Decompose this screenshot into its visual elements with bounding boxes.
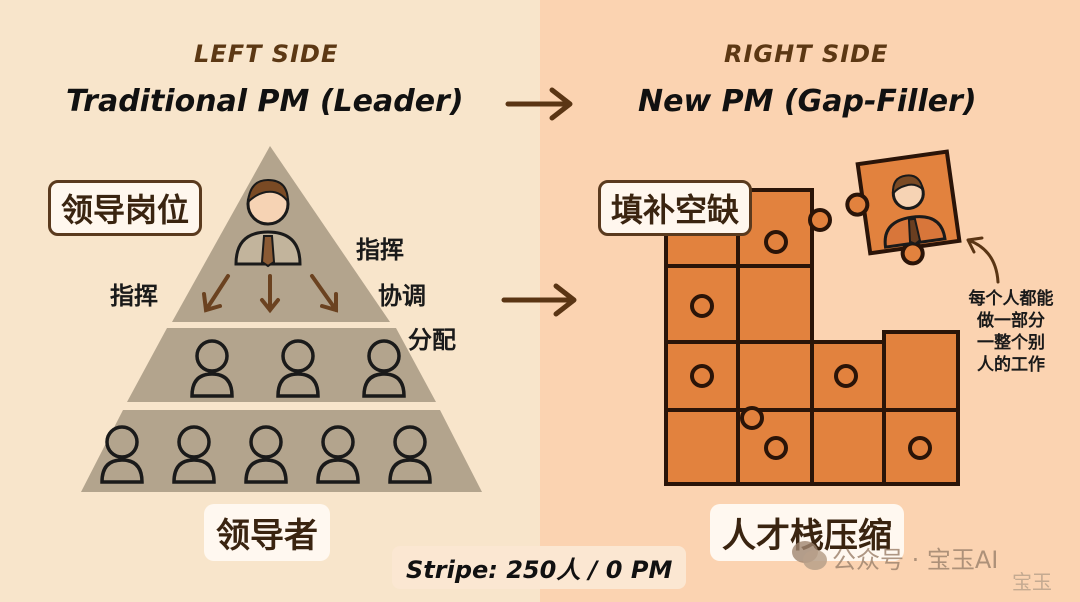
watermark-sub: 宝玉 <box>1012 570 1052 594</box>
leader-avatar-icon <box>234 178 302 268</box>
curved-arrow-icon <box>966 236 1000 284</box>
direction-arrows-icon <box>202 274 338 314</box>
note-line: 一整个别 <box>977 333 1045 353</box>
floating-puzzle-piece-avatar <box>845 149 962 266</box>
fill-gap-tag: 填补空缺 <box>598 180 753 236</box>
header-arrow-icon <box>505 87 573 121</box>
note-line: 人的工作 <box>977 355 1045 375</box>
leadership-pyramid <box>81 146 482 492</box>
leader-bottom-label: 领导者 <box>204 504 330 561</box>
watermark: 公众号 · 宝玉AI <box>832 546 999 574</box>
team-member-icons <box>100 339 432 484</box>
right-side-label: RIGHT SIDE <box>724 40 889 68</box>
leadership-position-tag: 领导岗位 <box>48 180 203 236</box>
wechat-icon <box>792 541 827 570</box>
note-line: 做一部分 <box>977 311 1045 331</box>
stripe-stat-footer: Stripe: 250人 / 0 PM <box>392 546 687 589</box>
verb-command-left: 指挥 <box>110 282 158 310</box>
verb-coordinate: 协调 <box>378 282 426 310</box>
left-title: Traditional PM (Leader) <box>66 84 464 119</box>
middle-arrow-icon <box>501 283 577 317</box>
left-side-label: LEFT SIDE <box>194 40 339 68</box>
verb-allocate: 分配 <box>408 326 456 354</box>
verb-command: 指挥 <box>356 236 404 264</box>
right-title: New PM (Gap-Filler) <box>638 84 977 119</box>
note-line: 每个人都能 <box>968 289 1054 309</box>
talent-stack-compression-label: 人才栈压缩 <box>710 504 904 561</box>
annotation-note: 每个人都能 做一部分 一整个别 人的工作 <box>950 288 1072 376</box>
